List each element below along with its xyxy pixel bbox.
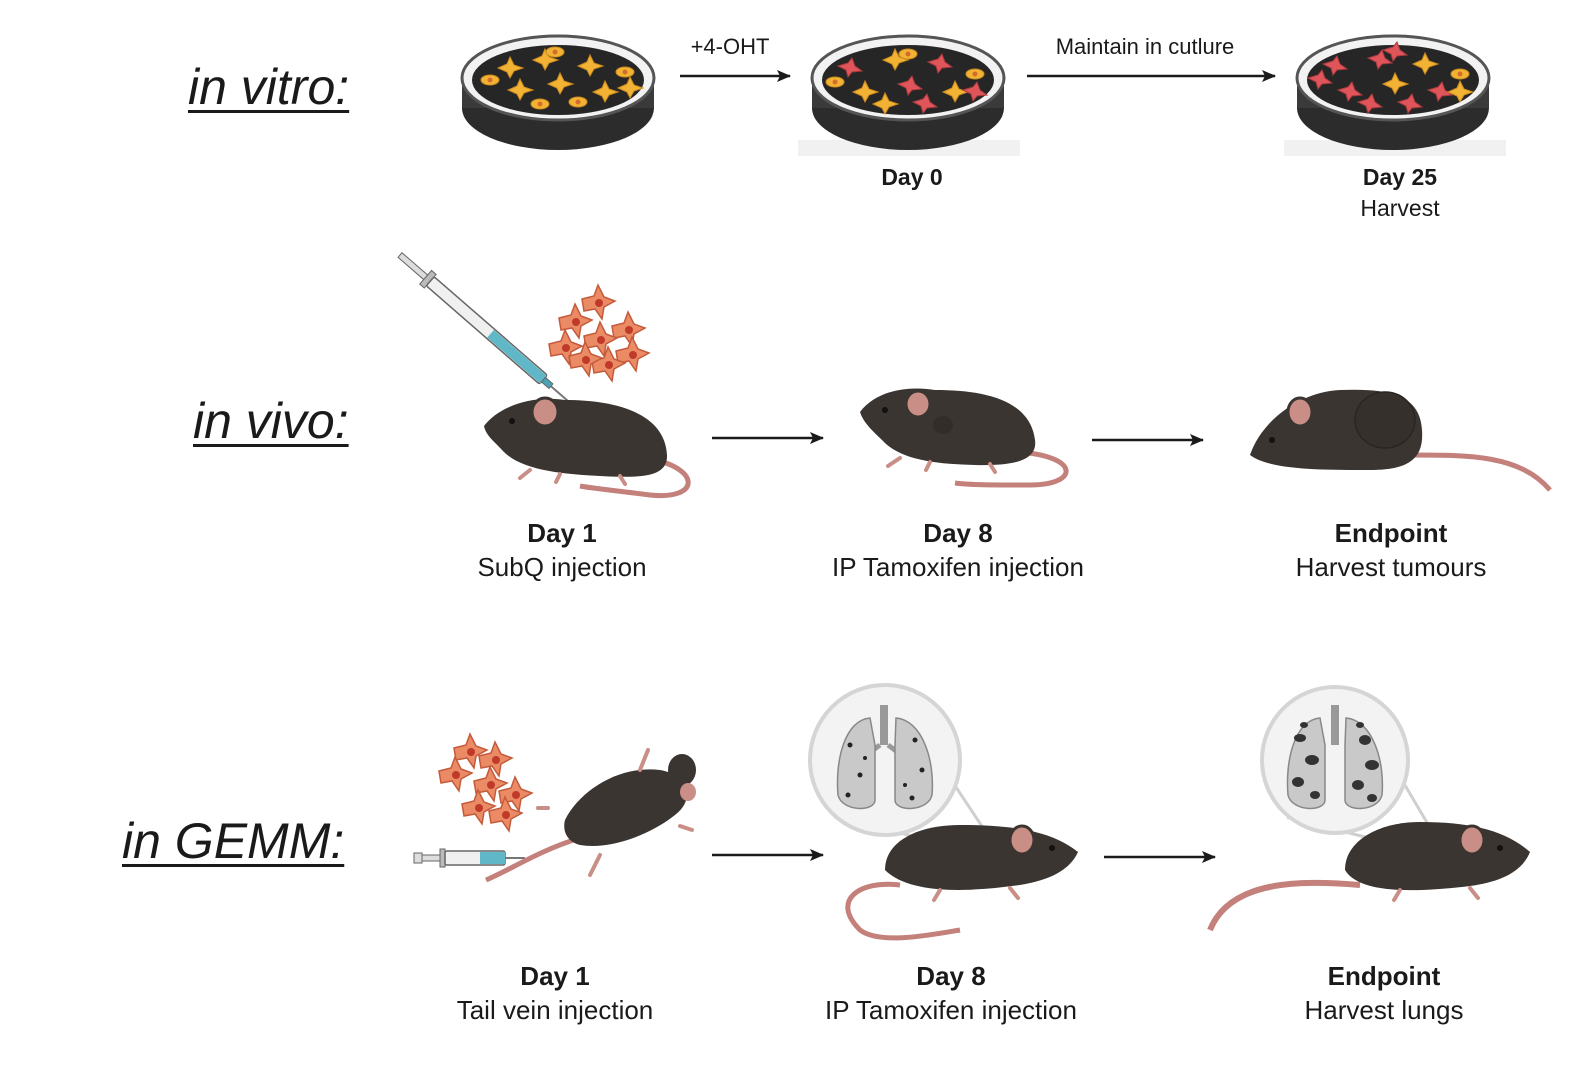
- caption-vivo-day8: Day 8 IP Tamoxifen injection: [832, 516, 1084, 584]
- caption-subtitle: SubQ injection: [477, 552, 647, 582]
- caption-subtitle: Harvest: [1360, 195, 1440, 221]
- caption-title: Day 0: [881, 164, 943, 190]
- mouse-endpoint-tumour-icon: [1250, 389, 1552, 492]
- caption-subtitle: IP Tamoxifen injection: [825, 995, 1077, 1025]
- caption-title: Day 1: [520, 961, 590, 991]
- caption-subtitle: Harvest tumours: [1295, 552, 1487, 582]
- mouse-day8-icon: [860, 388, 1069, 488]
- caption-gemm-day1: Day 1 Tail vein injection: [457, 959, 654, 1027]
- mouse-gemm-endpoint-icon: [1207, 822, 1530, 932]
- caption-vivo-day1: Day 1 SubQ injection: [477, 516, 646, 584]
- mouse-subq-icon: [484, 396, 691, 499]
- caption-subtitle: IP Tamoxifen injection: [832, 552, 1084, 582]
- mouse-gemm-day8-icon: [845, 824, 1078, 941]
- caption-subtitle: Harvest lungs: [1304, 995, 1464, 1025]
- syringe-tail-vein-icon: [413, 848, 525, 868]
- caption-title: Day 1: [527, 518, 597, 548]
- caption-title: Endpoint: [1334, 518, 1448, 548]
- syringe-icon: [397, 252, 569, 402]
- caption-vivo-endpoint: Endpoint Harvest tumours: [1296, 516, 1487, 584]
- tumour-cells-cluster-icon: [548, 284, 650, 382]
- petri-dish-untreated-icon: [460, 34, 656, 150]
- mouse-tail-vein-icon: [485, 748, 696, 883]
- arrow-label-maintain: Maintain in cutlure: [1055, 34, 1235, 59]
- tumour-cells-cluster-gemm-icon: [438, 733, 533, 832]
- caption-title: Day 8: [923, 518, 993, 548]
- row-label-in-vivo: in vivo:: [193, 393, 349, 449]
- caption-vitro-day0: Day 0: [881, 162, 942, 193]
- caption-gemm-endpoint: Endpoint Harvest lungs: [1305, 959, 1464, 1027]
- caption-title: Endpoint: [1327, 961, 1441, 991]
- caption-gemm-day8: Day 8 IP Tamoxifen injection: [825, 959, 1077, 1027]
- petri-dish-day0-icon: [798, 34, 1020, 156]
- caption-vitro-day25: Day 25 Harvest: [1360, 162, 1439, 224]
- arrow-label-4oht: +4-OHT: [690, 34, 770, 59]
- caption-title: Day 25: [1362, 164, 1438, 190]
- petri-dish-day25-icon: [1284, 34, 1506, 156]
- lung-inset-day8-icon: [808, 683, 1007, 861]
- caption-title: Day 8: [916, 961, 986, 991]
- row-label-in-gemm: in GEMM:: [122, 813, 345, 869]
- row-label-in-vitro: in vitro:: [188, 59, 350, 115]
- caption-subtitle: Tail vein injection: [456, 995, 654, 1025]
